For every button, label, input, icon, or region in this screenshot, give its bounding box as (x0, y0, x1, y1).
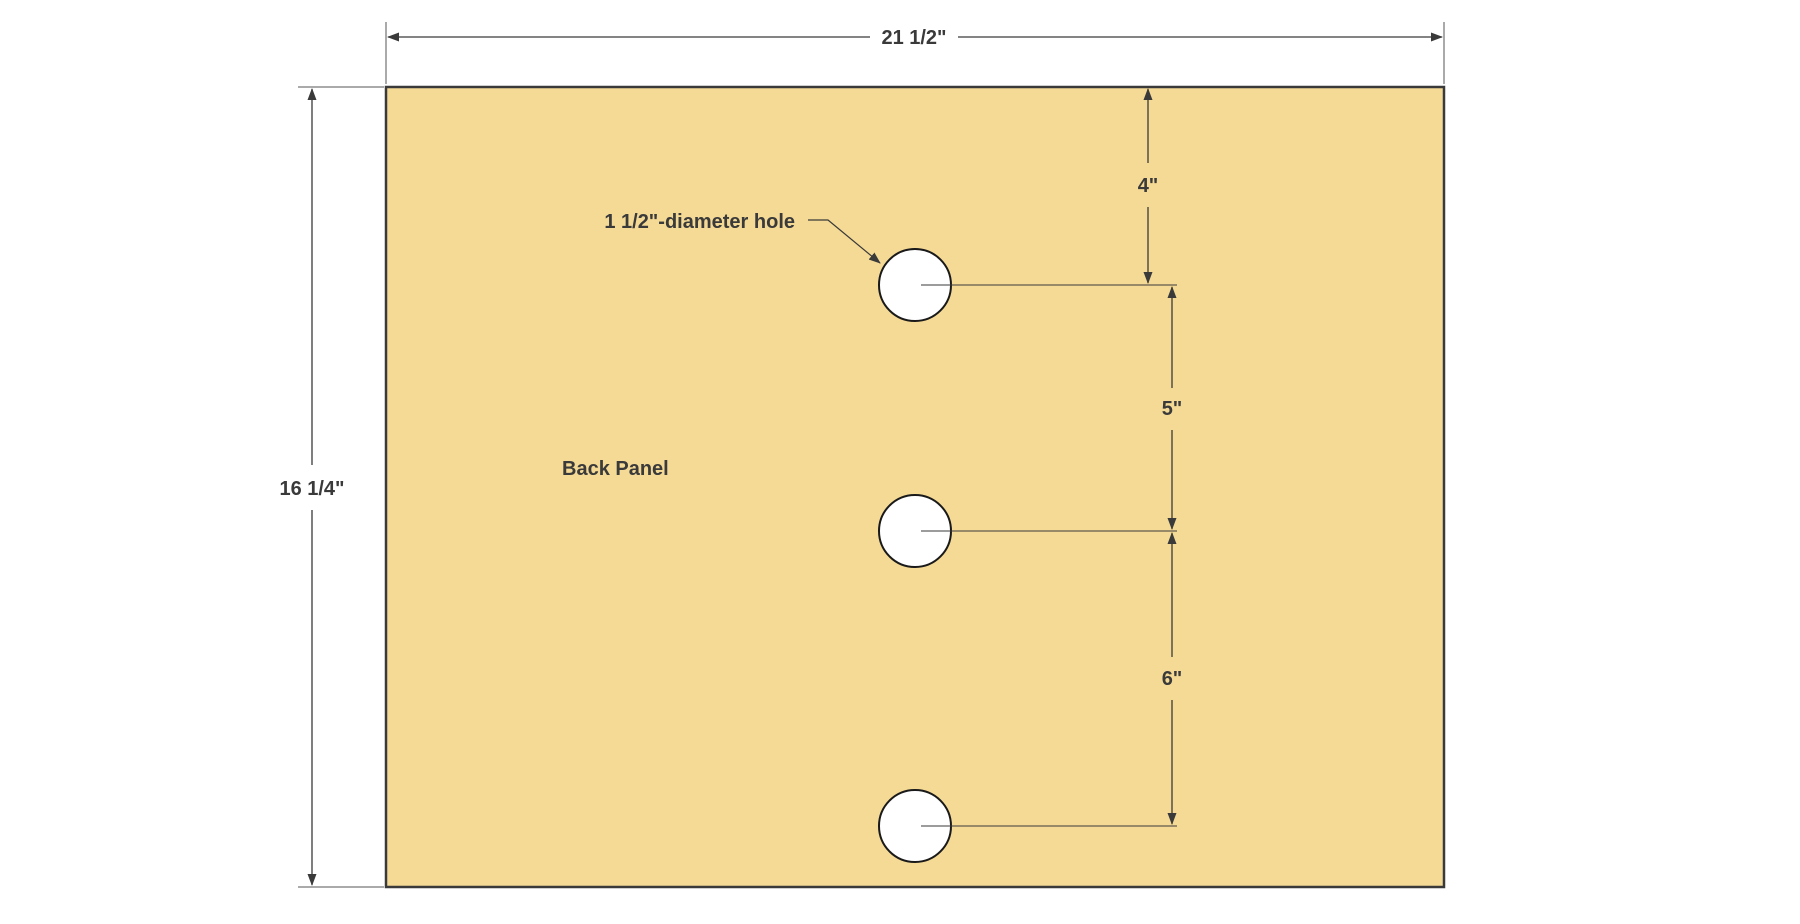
height-dimension: 16 1/4" (279, 86, 384, 888)
hole-callout-label: 1 1/2"-diameter hole (604, 211, 795, 233)
hole-spacing-2-label: 6" (1162, 668, 1183, 690)
hole-spacing-2-dimension: 6" (1162, 532, 1183, 825)
hole-spacing-1-label: 5" (1162, 398, 1183, 420)
height-dimension-label: 16 1/4" (279, 478, 344, 500)
panel-label: Back Panel (562, 458, 669, 480)
hole-callout: 1 1/2"-diameter hole (604, 211, 881, 264)
width-dimension-label: 21 1/2" (881, 27, 946, 49)
hole-1-offset-dimension: 4" (1138, 88, 1159, 284)
width-dimension: 21 1/2" (385, 22, 1445, 84)
back-panel (384, 85, 1446, 889)
hole-spacing-1-dimension: 5" (1162, 286, 1183, 530)
hole-1-offset-label: 4" (1138, 175, 1159, 197)
